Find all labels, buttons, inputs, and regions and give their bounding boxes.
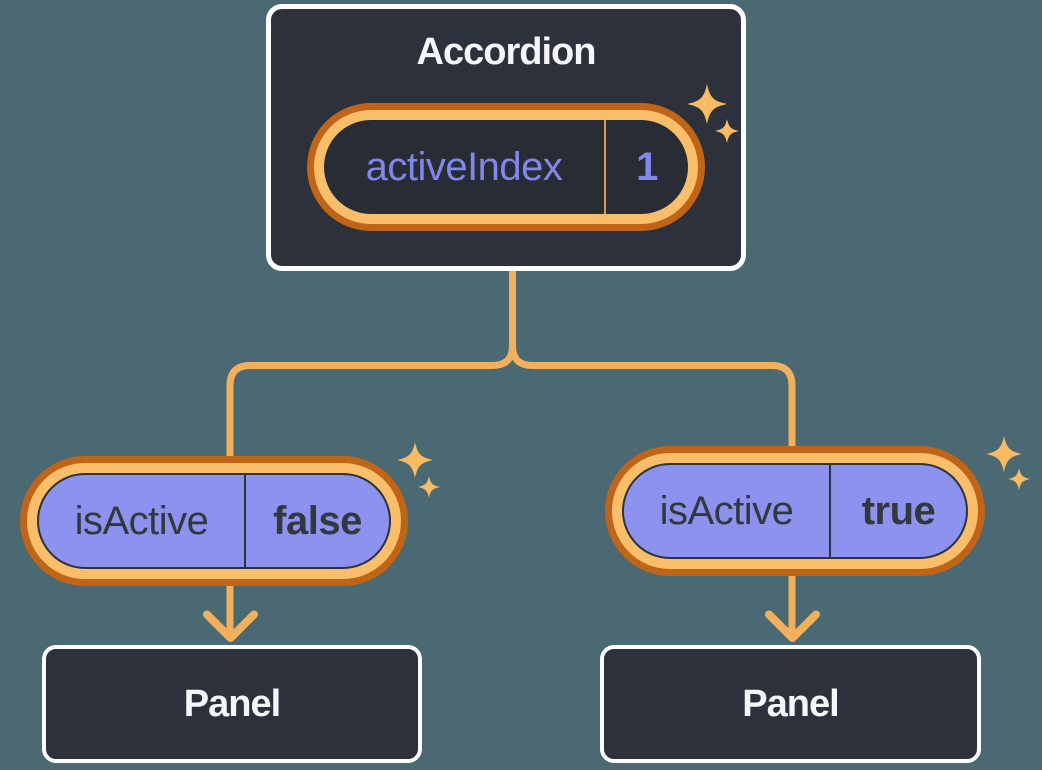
prop-pill-right: isActive true (605, 446, 985, 576)
prop-pill-left-divider (244, 475, 246, 567)
prop-value-left: false (273, 498, 362, 543)
state-pill: activeIndex 1 (307, 103, 705, 231)
prop-value-right: true (861, 488, 936, 533)
sparkle-icon (687, 84, 727, 124)
prop-pill-left-core: isActive false (37, 473, 391, 569)
branch-left-line (226, 271, 516, 457)
panel-box-left: Panel (42, 645, 422, 763)
state-name: activeIndex (365, 144, 563, 189)
panel-title-left: Panel (183, 682, 281, 725)
sparkle-icon (418, 476, 440, 498)
prop-name-left: isActive (74, 498, 209, 543)
prop-pill-left-highlight-ring: isActive false (27, 463, 401, 579)
state-pill-core: activeIndex 1 (324, 120, 688, 214)
branch-right-line (509, 271, 796, 447)
sparkle-icon (986, 436, 1022, 472)
arrow-right-head-icon (765, 610, 820, 642)
component-title: Accordion (416, 31, 597, 73)
sparkle-icon (397, 442, 433, 478)
state-pill-divider (604, 120, 606, 214)
prop-pill-right-highlight-ring: isActive true (612, 453, 978, 569)
sparkle-icon (1008, 468, 1030, 490)
state-value: 1 (636, 144, 658, 189)
panel-box-right: Panel (600, 645, 981, 763)
prop-name-right: isActive (659, 488, 794, 533)
prop-pill-left: isActive false (20, 456, 408, 586)
prop-pill-right-core: isActive true (622, 463, 968, 559)
sparkle-icon (715, 119, 739, 143)
state-pill-highlight-ring: activeIndex 1 (314, 110, 698, 224)
panel-title-right: Panel (742, 682, 839, 725)
prop-pill-right-divider (829, 465, 831, 557)
arrow-left-head-icon (203, 610, 258, 642)
